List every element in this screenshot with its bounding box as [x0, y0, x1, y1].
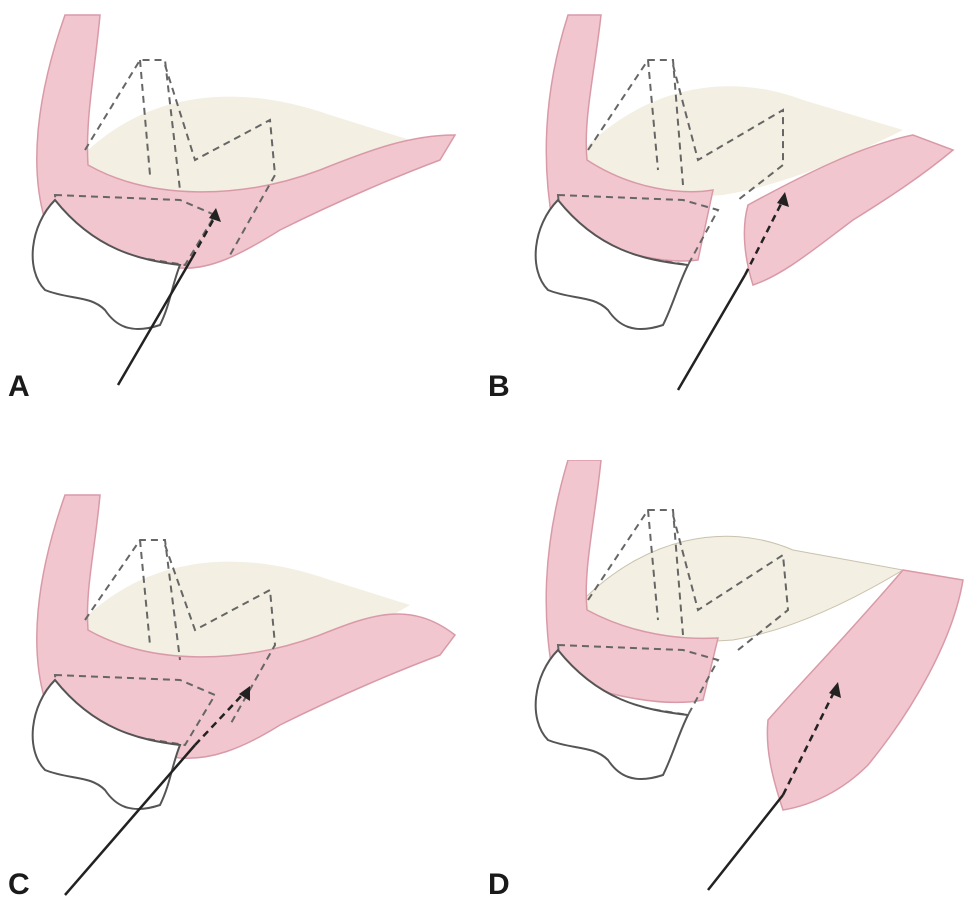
panel-a: A	[0, 0, 483, 440]
panel-label-a: A	[8, 372, 30, 402]
panel-a-illustration	[0, 0, 483, 440]
panel-d: D	[483, 460, 966, 907]
panel-b: B	[483, 0, 966, 440]
panel-c-illustration	[0, 460, 483, 907]
panel-label-d: D	[488, 870, 510, 900]
instrument-line	[708, 795, 783, 890]
instrument-line	[678, 275, 745, 390]
panel-label-b: B	[488, 372, 510, 402]
panel-d-illustration	[483, 460, 966, 907]
panel-b-illustration	[483, 0, 966, 440]
panel-c: C	[0, 460, 483, 907]
panel-label-c: C	[8, 870, 30, 900]
